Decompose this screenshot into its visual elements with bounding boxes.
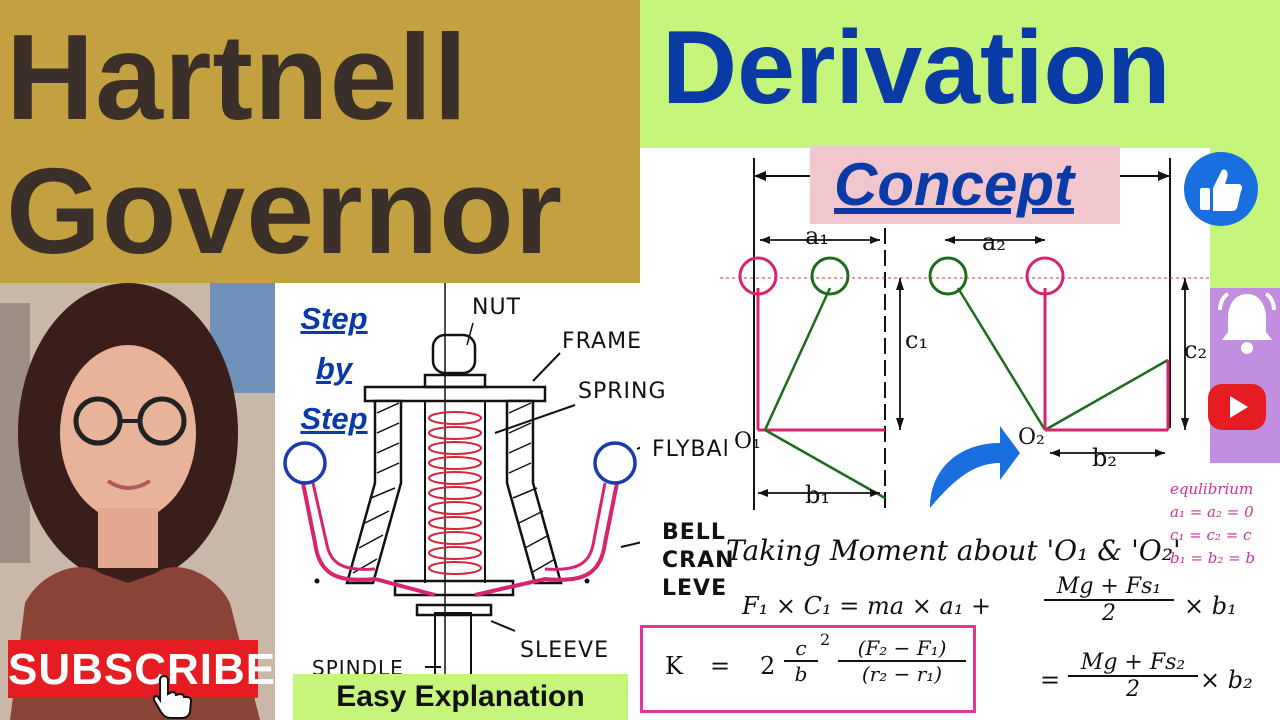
- easy-explanation-label: Easy Explanation: [336, 680, 585, 713]
- equation-1-numerator: Mg + Fs₁: [1056, 574, 1162, 599]
- label-a2: a₂: [982, 228, 1006, 256]
- stiffness-formula-box: [640, 625, 976, 713]
- share-arrow-icon[interactable]: [930, 426, 1020, 508]
- label-nut: NUT: [472, 295, 521, 320]
- taking-moment-text: Taking Moment about 'O₁ & 'O₂': [726, 534, 1181, 567]
- label-bell-crank-lever: BELL CRAN LEVE: [662, 519, 735, 603]
- equilibrium-title: equlibrium: [1170, 480, 1254, 498]
- formula-main-fraction: (F₂ − F₁) (r₂ − r₁): [838, 636, 966, 686]
- title-line-2: Governor: [6, 143, 564, 279]
- label-b1: b₁: [805, 481, 830, 509]
- label-bell-line-1: BELL: [662, 520, 726, 545]
- easy-explanation-box: [293, 674, 628, 720]
- equation-2-tail: × b₂: [1200, 666, 1253, 694]
- step-word-1: Step: [300, 301, 368, 336]
- label-o1: O₁: [734, 429, 761, 454]
- formula-two: 2: [760, 652, 776, 680]
- label-b2: b₂: [1092, 444, 1117, 472]
- bell-icon[interactable]: [1214, 286, 1280, 360]
- equilibrium-notes: equlibrium a₁ = a₂ = 0 c₁ = c₂ = c b₁ = …: [1170, 478, 1255, 570]
- formula-square: 2: [820, 630, 831, 649]
- label-bell-line-3: LEVE: [662, 576, 728, 601]
- step-word-2: by: [315, 351, 353, 386]
- formula-denominator: (r₂ − r₁): [838, 660, 966, 686]
- equation-2-left: =: [1040, 666, 1061, 694]
- title-panel: Hartnell Governor: [0, 0, 640, 283]
- like-icon[interactable]: [1182, 150, 1260, 228]
- subscribe-label[interactable]: SUBSCRIBE: [8, 645, 277, 694]
- derivation-panel: [640, 0, 1280, 148]
- formula-numerator: (F₂ − F₁): [857, 636, 947, 660]
- equilibrium-line-2: c₁ = c₂ = c: [1170, 526, 1252, 544]
- label-sleeve: SLEEVE: [520, 638, 609, 663]
- equation-2-numerator: Mg + Fs₂: [1080, 650, 1186, 675]
- youtube-icon[interactable]: [1206, 378, 1268, 438]
- label-flyball: FLYBAl: [652, 437, 730, 462]
- equilibrium-line-3: b₁ = b₂ = b: [1170, 549, 1256, 567]
- subscribe-button[interactable]: [8, 640, 258, 698]
- step-by-step-text: Step by Step: [284, 294, 384, 444]
- step-word-3: Step: [300, 401, 368, 436]
- equation-2-denominator: 2: [1068, 675, 1198, 702]
- label-a1: a₁: [805, 222, 829, 250]
- cursor-hand-icon: [152, 674, 193, 719]
- label-c1: c₁: [905, 326, 928, 354]
- equation-2-fraction: Mg + Fs₂ 2: [1068, 650, 1198, 702]
- equation-1-left: F₁ × C₁ = ma × a₁ +: [742, 592, 992, 620]
- label-spring: SPRING: [578, 379, 667, 404]
- derivation-heading: Derivation: [662, 10, 1171, 126]
- label-c2: c₂: [1184, 336, 1207, 364]
- title-line-1: Hartnell: [6, 9, 469, 145]
- label-bell-line-2: CRAN: [662, 548, 735, 573]
- label-frame: FRAME: [562, 329, 642, 354]
- hartnell-governor-sketch: [283, 283, 640, 675]
- formula-c-over-b: c b: [784, 636, 818, 686]
- concept-heading: Concept: [834, 151, 1074, 218]
- equation-1-denominator: 2: [1044, 599, 1174, 626]
- equilibrium-line-1: a₁ = a₂ = 0: [1170, 503, 1254, 521]
- concept-box: [810, 146, 1120, 224]
- formula-k: K: [665, 652, 683, 680]
- formula-b: b: [784, 660, 818, 686]
- equation-1-tail: × b₁: [1184, 592, 1237, 620]
- label-o2: O₂: [1018, 425, 1045, 450]
- equation-1-fraction: Mg + Fs₁ 2: [1044, 574, 1174, 626]
- formula-equals: =: [710, 652, 731, 680]
- formula-c: c: [795, 636, 807, 660]
